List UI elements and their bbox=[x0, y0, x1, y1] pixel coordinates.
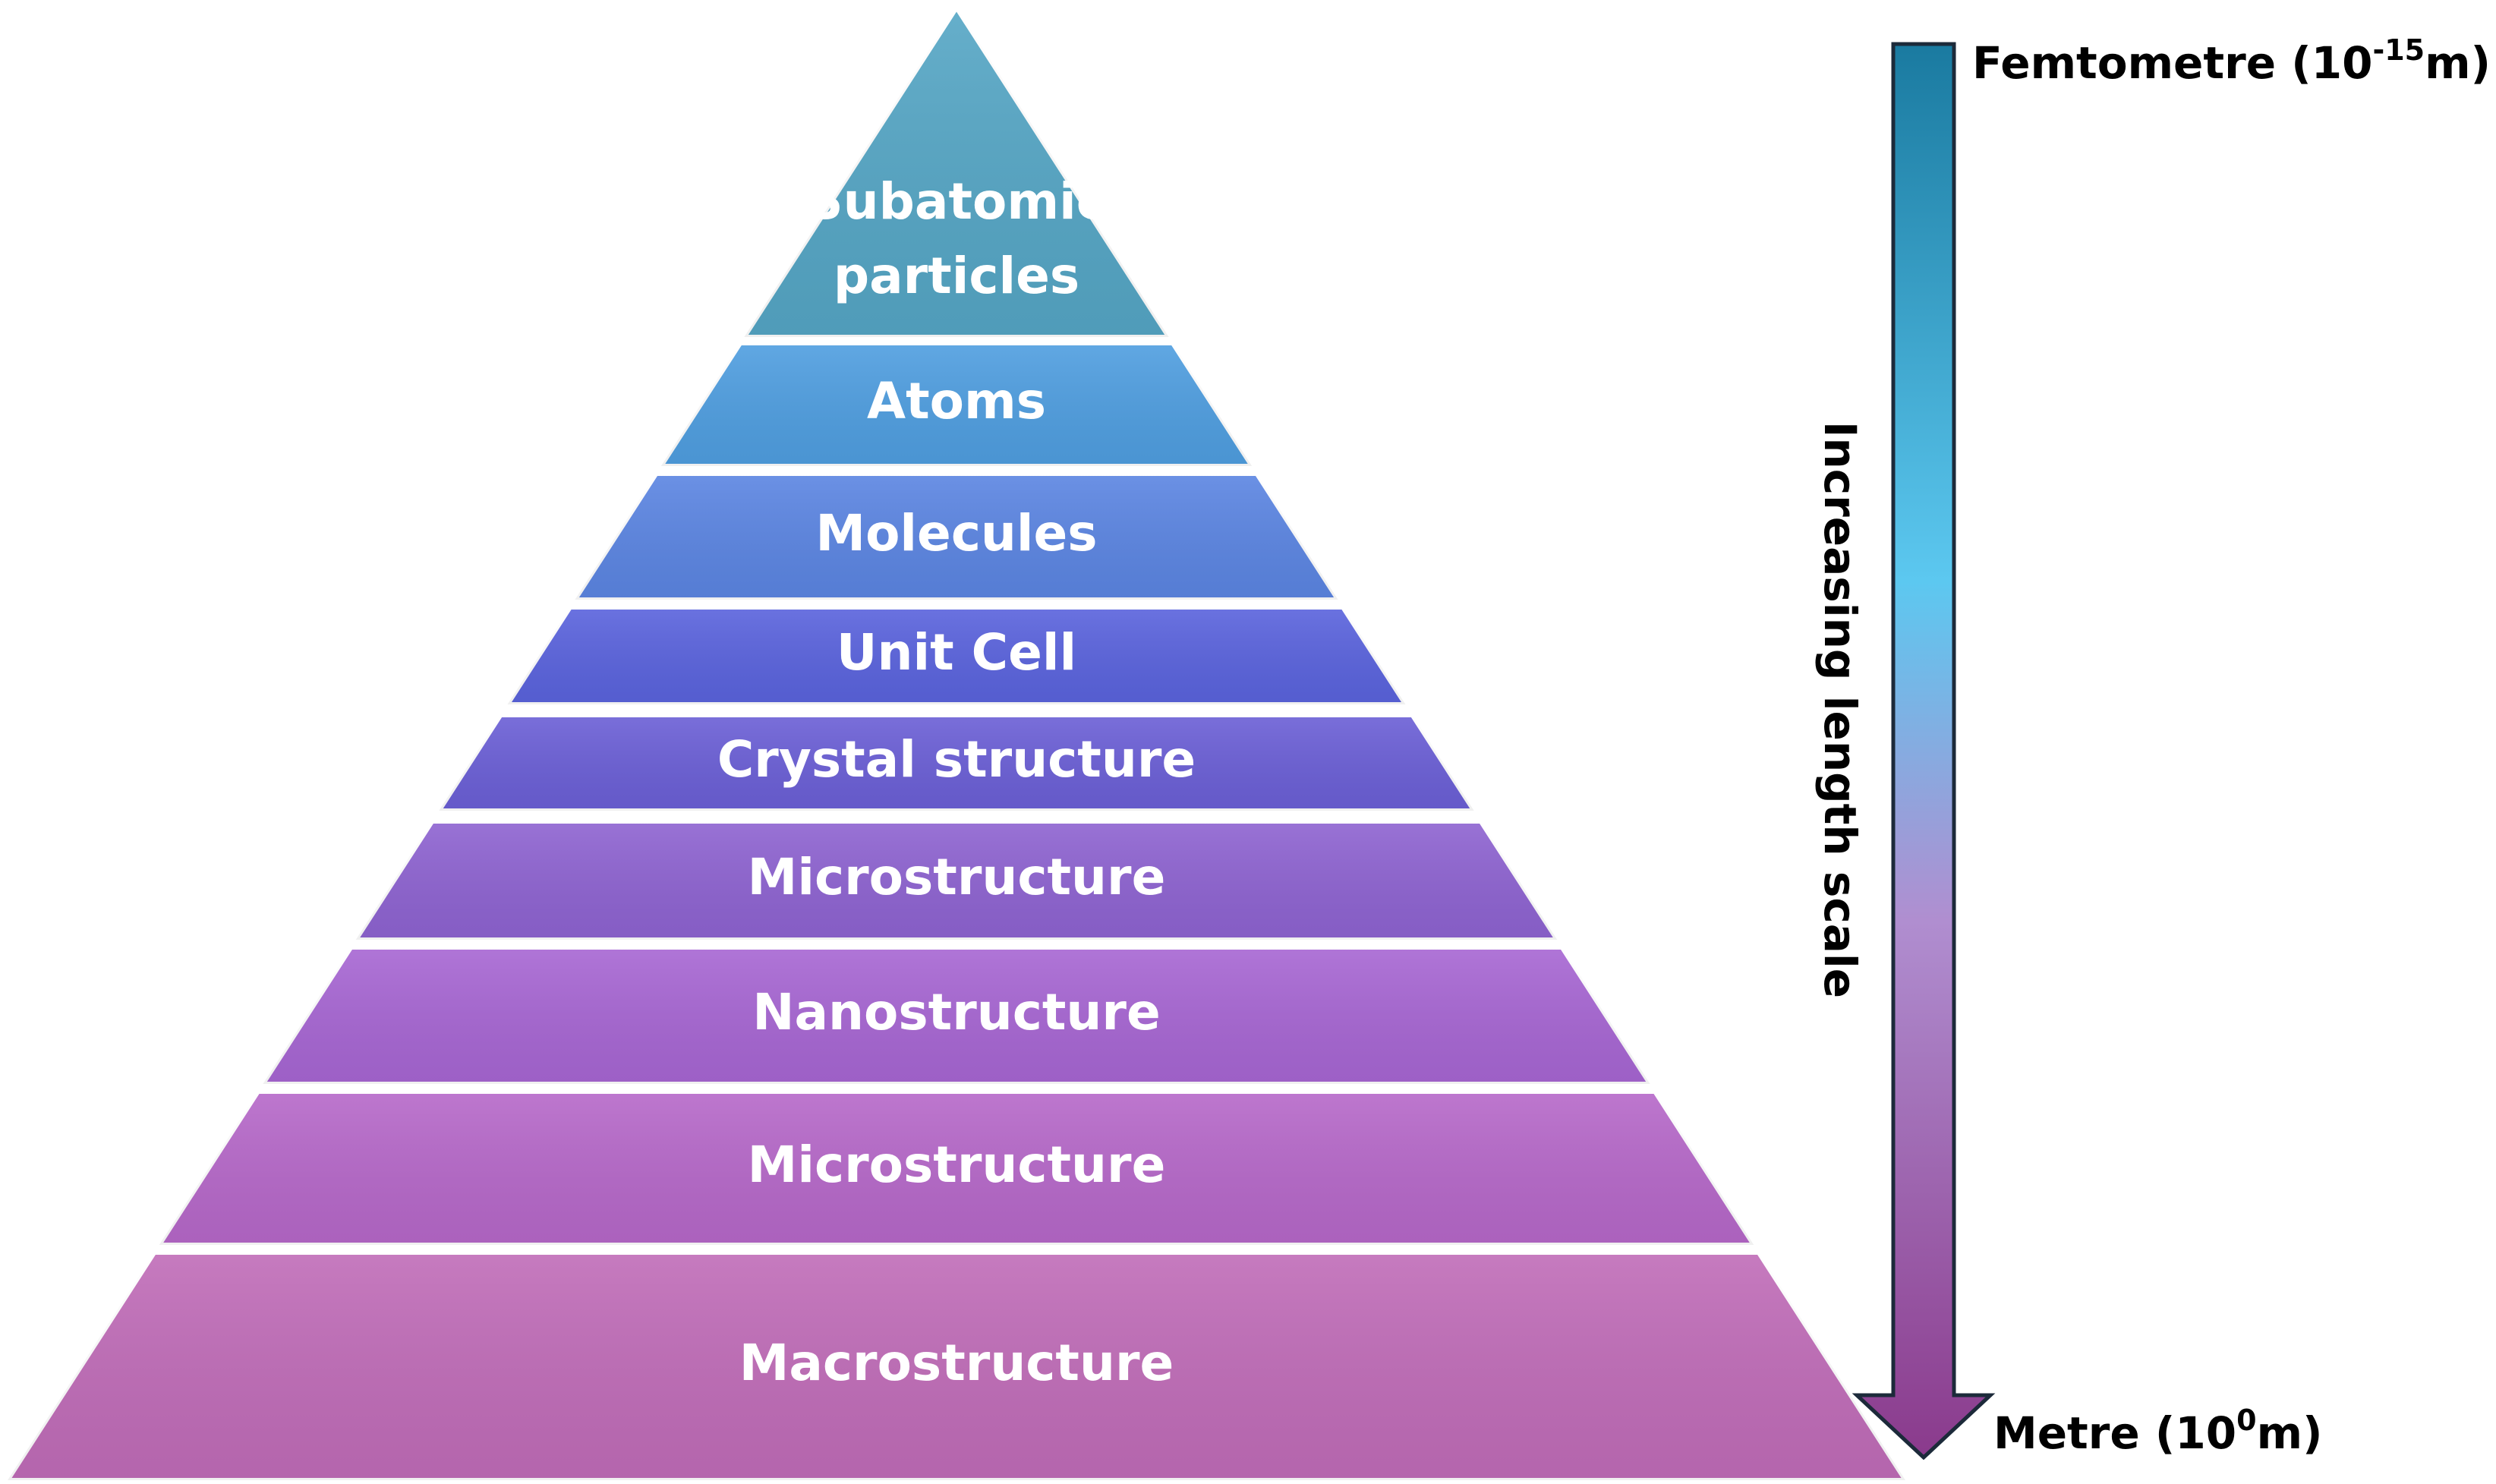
pyramid-tier: Macrostructure bbox=[3, 1250, 1910, 1482]
pyramid-tier: Crystal structure bbox=[434, 713, 1479, 813]
tier-shading bbox=[263, 947, 1650, 1084]
tier-shading bbox=[660, 343, 1253, 466]
tier-label: Nanostructure bbox=[752, 983, 1160, 1041]
tier-label: Microstructure bbox=[748, 1136, 1166, 1194]
top-label-text: Femtometre (10 bbox=[1972, 37, 2372, 89]
axis-title: Increasing length scale bbox=[1814, 421, 1866, 998]
tier-shading bbox=[507, 607, 1406, 704]
tier-shading bbox=[355, 821, 1558, 940]
pyramid-tier: Subatomic particles bbox=[739, 3, 1174, 339]
tier-label: Crystal structure bbox=[717, 730, 1196, 789]
tier-shading bbox=[8, 1252, 1905, 1480]
tier-shading bbox=[744, 8, 1169, 337]
top-label-suffix: m) bbox=[2425, 37, 2491, 89]
tier-label: Subatomic bbox=[807, 172, 1106, 231]
pyramid-tier: Microstructure bbox=[155, 1089, 1758, 1247]
pyramid-tier: Molecules bbox=[570, 471, 1343, 602]
down-arrow-icon bbox=[1852, 42, 1996, 1460]
bottom-label-suffix: m) bbox=[2257, 1407, 2323, 1459]
top-scale-label: Femtometre (10-15m) bbox=[1972, 33, 2491, 89]
tier-label: Microstructure bbox=[748, 848, 1166, 906]
bottom-label-text: Metre (10 bbox=[1993, 1407, 2236, 1459]
bottom-label-exponent: 0 bbox=[2236, 1404, 2256, 1437]
tier-label: Molecules bbox=[815, 504, 1097, 562]
pyramid-tier: Atoms bbox=[657, 341, 1256, 468]
tier-label: Unit Cell bbox=[837, 623, 1076, 682]
tier-label: Macrostructure bbox=[739, 1334, 1174, 1392]
bottom-scale-label: Metre (100m) bbox=[1993, 1404, 2323, 1459]
tier-shading bbox=[159, 1092, 1754, 1245]
tier-label-line2: particles bbox=[834, 247, 1079, 305]
tier-shading bbox=[439, 715, 1474, 811]
tier-shading bbox=[575, 474, 1338, 600]
length-scale-arrow: Increasing length scale bbox=[1814, 42, 1996, 1460]
tier-label: Atoms bbox=[867, 372, 1046, 430]
pyramid-tier: Unit Cell bbox=[503, 605, 1410, 707]
top-label-exponent: -15 bbox=[2372, 33, 2425, 67]
pyramid-tier: Nanostructure bbox=[258, 945, 1655, 1086]
pyramid-tier: Microstructure bbox=[351, 819, 1562, 942]
